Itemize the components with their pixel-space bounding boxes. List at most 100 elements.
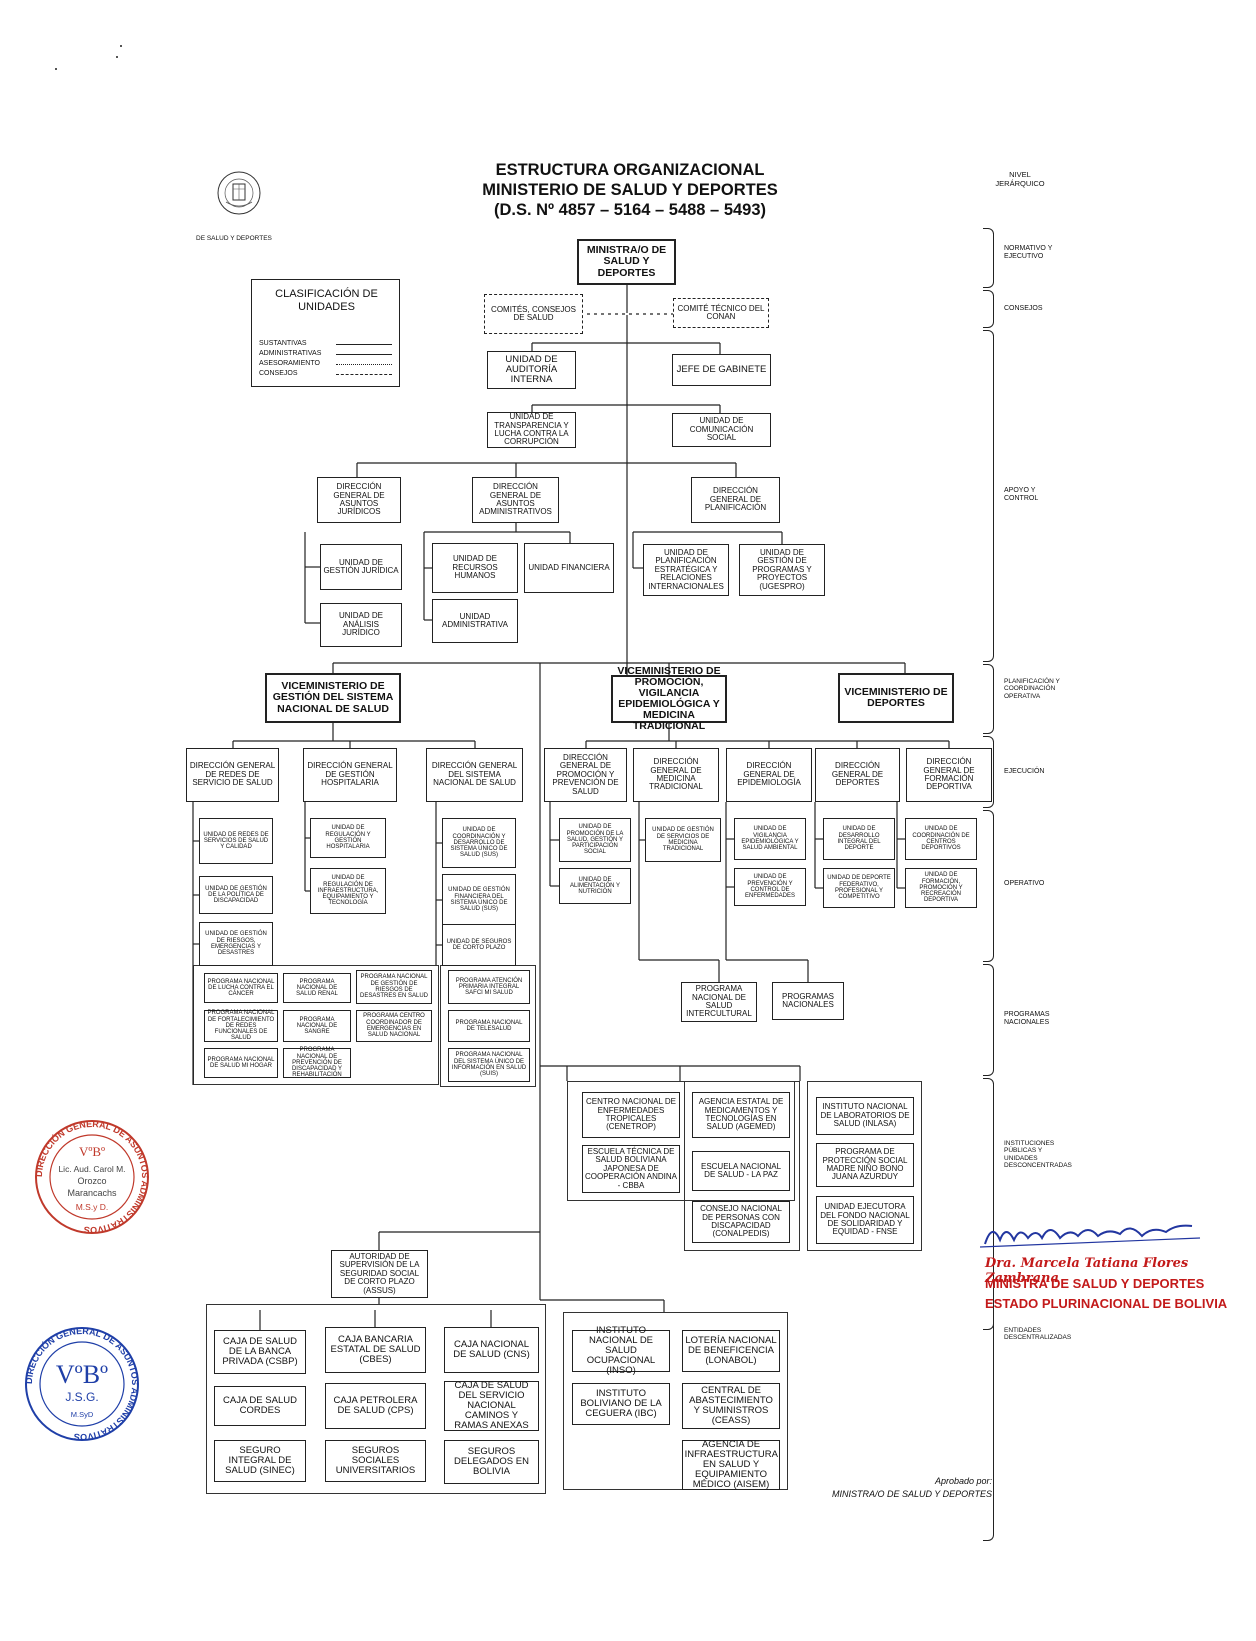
scan-artifact (55, 68, 57, 70)
level-bracket (983, 1078, 994, 1330)
page-title: ESTRUCTURA ORGANIZACIONAL MINISTERIO DE … (420, 160, 840, 220)
unit-dg-hospitalaria: DIRECCIÓN GENERAL DE GESTIÓN HOSPITALARI… (303, 748, 397, 802)
unit-p-desastres: PROGRAMA NACIONAL DE GESTIÓN DE RIESGOS … (356, 970, 432, 1004)
unit-delegados: SEGUROS DELEGADOS EN BOLIVIA (444, 1440, 539, 1484)
level-bracket (983, 228, 994, 288)
level-label: INSTITUCIONES PÚBLICAS Y UNIDADES DESCON… (1004, 1140, 1072, 1170)
unit-comunicacion: UNIDAD DE COMUNICACIÓN SOCIAL (672, 413, 771, 447)
stamp-center-text: VºBº (79, 1144, 105, 1159)
group-frame (567, 1081, 795, 1201)
legend-item: ADMINISTRATIVAS (259, 350, 322, 357)
stamp-center-text: VºBº (56, 1360, 108, 1389)
stamp-initials: J.S.G. (65, 1390, 98, 1404)
unit-cps: CAJA PETROLERA DE SALUD (CPS) (325, 1383, 426, 1429)
unit-p-sangre: PROGRAMA NACIONAL DE SANGRE (283, 1010, 351, 1042)
unit-comites: COMITÉS, CONSEJOS DE SALUD (484, 294, 583, 334)
unit-cenetrop: CENTRO NACIONAL DE ENFERMEDADES TROPICAL… (582, 1092, 680, 1138)
unit-conalpedis: CONSEJO NACIONAL DE PERSONAS CON DISCAPA… (692, 1201, 790, 1243)
unit-p-salud-mi-hogar: PROGRAMA NACIONAL DE SALUD MI HOGAR (204, 1048, 278, 1078)
unit-inso: INSTITUTO NACIONAL DE SALUD OCUPACIONAL … (572, 1326, 670, 1375)
unit-vm-gestion: VICEMINISTERIO DE GESTIÓN DEL SISTEMA NA… (265, 673, 401, 723)
logo-caption: DE SALUD Y DEPORTES (196, 235, 272, 242)
level-bracket (983, 736, 994, 808)
unit-proteccion-social: PROGRAMA DE PROTECCIÓN SOCIAL MADRE NIÑO… (816, 1143, 914, 1187)
unit-p-intercultural: PROGRAMA NACIONAL DE SALUD INTERCULTURAL (681, 982, 757, 1022)
level-bracket (983, 664, 994, 734)
unit-u-prevencion-enf: UNIDAD DE PREVENCIÓN Y CONTROL DE ENFERM… (734, 868, 806, 906)
unit-p-informacion: PROGRAMA NACIONAL DEL SISTEMA ÚNICO DE I… (448, 1048, 530, 1082)
legend-line-dashed (336, 374, 392, 375)
unit-dg-medicina-trad: DIRECCIÓN GENERAL DE MEDICINA TRADICIONA… (633, 748, 719, 802)
stamp-text-line: M.S.y D. (76, 1202, 109, 1212)
level-bracket (983, 964, 994, 1076)
unit-assus: AUTORIDAD DE SUPERVISIÓN DE LA SEGURIDAD… (331, 1250, 428, 1298)
unit-p-telesalud: PROGRAMA NACIONAL DE TELESALUD (448, 1010, 530, 1042)
unit-cordes: CAJA DE SALUD CORDES (214, 1386, 306, 1426)
signatory-role: MINISTRA DE SALUD Y DEPORTES (985, 1276, 1205, 1291)
level-label: EJECUCIÓN (1004, 768, 1045, 775)
signatory-institution: ESTADO PLURINACIONAL DE BOLIVIA (985, 1296, 1228, 1311)
unit-u-servicios-med-trad: UNIDAD DE GESTIÓN DE SERVICIOS DE MEDICI… (645, 818, 721, 862)
unit-u-deporte-federativo: UNIDAD DE DEPORTE FEDERATIVO, PROFESIONA… (823, 868, 895, 908)
unit-u-rrhh: UNIDAD DE RECURSOS HUMANOS (432, 543, 518, 593)
title-line: ESTRUCTURA ORGANIZACIONAL (495, 161, 765, 179)
stamp-text-line: Lic. Aud. Carol M. (58, 1164, 125, 1174)
stamp-text-line: Marancachs (67, 1188, 117, 1198)
unit-u-vigilancia: UNIDAD DE VIGILANCIA EPIDEMIOLÓGICA Y SA… (734, 818, 806, 860)
unit-agemed: AGENCIA ESTATAL DE MEDICAMENTOS Y TECNOL… (692, 1092, 790, 1138)
unit-u-infraestructura: UNIDAD DE REGULACIÓN DE INFRAESTRUCTURA,… (310, 868, 386, 914)
ministry-coat-of-arms-logo (217, 171, 261, 215)
legend-item: CONSEJOS (259, 370, 298, 377)
unit-p-salud-renal: PROGRAMA NACIONAL DE SALUD RENAL (283, 973, 351, 1003)
title-line: MINISTERIO DE SALUD Y DEPORTES (482, 181, 778, 200)
group-frame (206, 1304, 546, 1494)
unit-u-discapacidad: UNIDAD DE GESTIÓN DE LA POLÍTICA DE DISC… (199, 876, 273, 914)
legend-line-solid (336, 354, 392, 355)
scan-artifact (120, 45, 122, 47)
signatory-name: Dra. Marcela Tatiana Flores Zambrana (985, 1256, 1189, 1286)
level-bracket (983, 330, 994, 662)
unit-dg-sns: DIRECCIÓN GENERAL DEL SISTEMA NACIONAL D… (426, 748, 523, 802)
approval-authority: MINISTRA/O DE SALUD Y DEPORTES (831, 1489, 992, 1499)
unit-escuela-lapaz: ESCUELA NACIONAL DE SALUD - LA PAZ (692, 1151, 790, 1191)
level-label: CONSEJOS (1004, 305, 1043, 312)
unit-fnse: UNIDAD EJECUTORA DEL FONDO NACIONAL DE S… (816, 1196, 914, 1244)
unit-sinec: SEGURO INTEGRAL DE SALUD (SINEC) (214, 1440, 306, 1482)
level-label: PLANIFICACIÓN Y COORDINACIÓN OPERATIVA (1004, 678, 1060, 700)
unit-dg-formacion: DIRECCIÓN GENERAL DE FORMACIÓN DEPORTIVA (906, 748, 992, 802)
unit-u-coordinacion-sus: UNIDAD DE COORDINACIÓN Y DESARROLLO DE S… (442, 818, 516, 868)
level-label: APOYO Y CONTROL (1004, 487, 1039, 503)
group-frame (807, 1081, 922, 1251)
unit-u-seguros-cp: UNIDAD DE SEGUROS DE CORTO PLAZO (442, 924, 516, 966)
legend-item: ASESORAMIENTO (259, 360, 320, 367)
unit-cns: CAJA NACIONAL DE SALUD (CNS) (444, 1327, 539, 1373)
unit-gabinete: JEFE DE GABINETE (672, 354, 771, 386)
unit-u-centros-deportivos: UNIDAD DE COORDINACIÓN DE CENTROS DEPORT… (905, 818, 977, 860)
unit-cbes: CAJA BANCARIA ESTATAL DE SALUD (CBES) (325, 1327, 426, 1373)
legend-line-dotted (336, 364, 392, 365)
stamp-text-line: M.SyD (71, 1410, 94, 1419)
approval-stamp-blue: DIRECCIÓN GENERAL DE ASUNTOS ADMINISTRAT… (24, 1326, 140, 1442)
approval-stamp-red: DIRECCIÓN GENERAL DE ASUNTOS ADMINISTRAT… (34, 1119, 150, 1235)
approval-caption: Aprobado por: (934, 1476, 992, 1486)
unit-p-cancer: PROGRAMA NACIONAL DE LUCHA CONTRA EL CÁN… (204, 973, 278, 1003)
unit-p-nacionales: PROGRAMAS NACIONALES (772, 982, 844, 1020)
unit-cssp: CAJA DE SALUD DE LA BANCA PRIVADA (CSBP) (214, 1330, 306, 1374)
unit-p-prevencion-discapacidad: PROGRAMA NACIONAL DE PREVENCIÓN DE DISCA… (283, 1047, 351, 1078)
unit-ceass: CENTRAL DE ABASTECIMIENTO Y SUMINISTROS … (682, 1383, 780, 1429)
title-line: (D.S. Nº 4857 – 5164 – 5488 – 5493) (493, 201, 767, 220)
unit-dg-juridicos: DIRECCIÓN GENERAL DE ASUNTOS JURÍDICOS (317, 477, 401, 523)
unit-aisem: AGENCIA DE INFRAESTRUCTURA EN SALUD Y EQ… (682, 1440, 780, 1490)
unit-vm-deportes: VICEMINISTERIO DE DEPORTES (838, 673, 954, 723)
level-label: NORMATIVO Y EJECUTIVO (1004, 245, 1053, 261)
unit-u-planificacion-estrategica: UNIDAD DE PLANIFICACIÓN ESTRATÉGICA Y RE… (643, 544, 729, 596)
unit-u-promocion: UNIDAD DE PROMOCIÓN DE LA SALUD, GESTIÓN… (559, 818, 631, 862)
unit-u-alimentacion: UNIDAD DE ALIMENTACIÓN Y NUTRICIÓN (559, 868, 631, 904)
unit-u-gestion-financiera-sus: UNIDAD DE GESTIÓN FINANCIERA DEL SISTEMA… (442, 874, 516, 926)
levels-heading: NIVEL JERÁRQUICO (995, 170, 1045, 188)
unit-dg-administrativos: DIRECCIÓN GENERAL DE ASUNTOS ADMINISTRAT… (472, 477, 559, 523)
unit-u-financiera: UNIDAD FINANCIERA (524, 543, 614, 593)
unit-caminos: CAJA DE SALUD DEL SERVICIO NACIONAL CAMI… (444, 1381, 539, 1431)
